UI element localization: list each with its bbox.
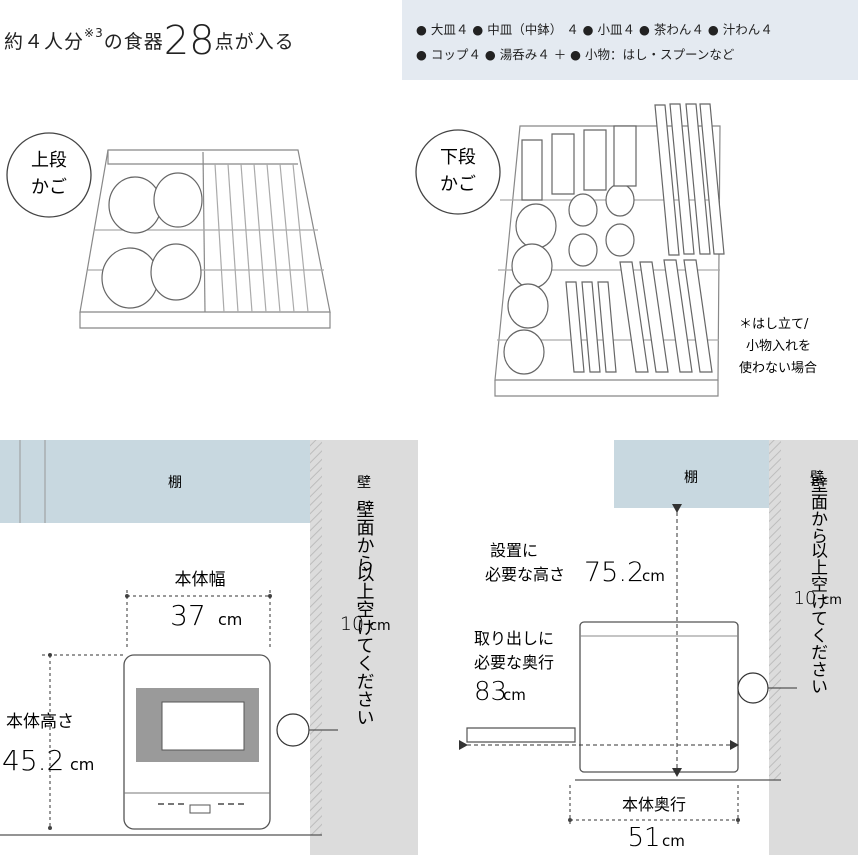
lower-rack: 下段 かご ＊はし立て/ 小物入れを 使わない場合 [415, 103, 817, 397]
front-wall-label: 壁 [357, 475, 371, 491]
front-height-value: 45.2 [2, 744, 64, 777]
front-shelf-label: 棚 [168, 475, 182, 491]
side-clearance-marker [737, 672, 769, 704]
lower-rack-note-3: 使わない場合 [739, 360, 817, 376]
side-shelf [614, 440, 769, 508]
front-clearance-unit: cm [369, 618, 390, 634]
lower-rack-label-2: かご [440, 174, 476, 195]
side-clearance-text-1: 壁面から [807, 476, 828, 544]
side-clearance-value: 10 [794, 588, 817, 609]
upper-rack-bowls [101, 172, 203, 309]
front-height-label: 本体高さ [6, 712, 74, 732]
side-install-unit: cm [642, 567, 665, 585]
front-view: 棚 壁 本体幅 37 cm 本体高さ 45.2 cm 壁面から 10 [0, 440, 418, 855]
front-shelf [0, 440, 310, 523]
item-list-line-1: ● 大皿４ ● 中皿（中鉢） ４ ● 小皿４ ● 茶わん４ ● 汁わん４ [416, 22, 773, 37]
front-width-label: 本体幅 [175, 570, 226, 590]
side-clearance-text-2: 以上空けてください [807, 542, 828, 695]
side-install-text-1: 設置に [490, 541, 538, 560]
side-depth-label: 本体奥行 [622, 795, 686, 814]
headline-count: 28 [163, 18, 215, 64]
headline-mid: の食器 [103, 31, 164, 53]
capacity-headline: 約４人分※3の食器28点が入る [4, 18, 295, 64]
side-wall-hatch [769, 440, 781, 780]
headline-prefix: 約４人分 [4, 31, 85, 53]
item-list-line-2: ● コップ４ ● 湯呑み４ ＋ ● 小物：はし・スプーンなど [416, 47, 735, 62]
lower-rack-label-1: 下段 [440, 147, 476, 168]
side-device-door [466, 727, 576, 743]
headline-suffix: 点が入る [214, 31, 295, 53]
front-width-unit: cm [218, 610, 242, 629]
lower-rack-dishes [503, 103, 725, 375]
front-device-buttons [158, 803, 244, 814]
side-pull-text-2: 必要な奥行 [474, 653, 554, 672]
lower-rack-note-2: 小物入れを [746, 339, 811, 354]
side-device-body [579, 621, 739, 773]
front-wall [310, 440, 418, 855]
side-pull-value: 83 [474, 677, 507, 707]
front-clearance-text-1: 壁面から [354, 500, 375, 572]
side-wall-label: 壁 [810, 470, 824, 486]
front-device-window [161, 701, 245, 751]
side-depth-value: 51 [627, 823, 660, 853]
front-clearance-text-2: 以上空けてください [354, 564, 375, 726]
upper-rack: 上段 かご [6, 132, 331, 329]
upper-rack-label-2: かご [31, 177, 67, 198]
item-list-box: ● 大皿４ ● 中皿（中鉢） ４ ● 小皿４ ● 茶わん４ ● 汁わん４ ● コ… [402, 0, 858, 80]
side-clearance-unit: cm [822, 593, 842, 608]
headline-note: ※3 [84, 26, 104, 40]
front-width-value: 37 [170, 599, 206, 632]
side-wall [769, 440, 858, 855]
lower-rack-note-1: ＊はし立て/ [739, 317, 809, 332]
side-pull-text-1: 取り出しに [474, 629, 554, 648]
front-clearance-marker [276, 713, 310, 747]
upper-rack-label-1: 上段 [31, 150, 67, 171]
side-depth-unit: cm [662, 832, 685, 850]
side-pull-unit: cm [503, 686, 526, 704]
lower-rack-badge [415, 129, 501, 215]
front-wall-hatch [310, 440, 322, 835]
side-install-text-2: 必要な高さ [485, 565, 565, 584]
side-view: 棚 壁 設置に 必要な高さ 75.2 cm 取り出しに 必要な奥行 83 cm … [459, 440, 858, 855]
front-height-unit: cm [70, 755, 94, 774]
upper-rack-basket [79, 149, 331, 329]
front-clearance-value: 10 [340, 613, 364, 635]
upper-rack-badge [6, 132, 92, 218]
side-install-value: 75.2 [584, 557, 644, 588]
side-shelf-label: 棚 [684, 470, 698, 486]
